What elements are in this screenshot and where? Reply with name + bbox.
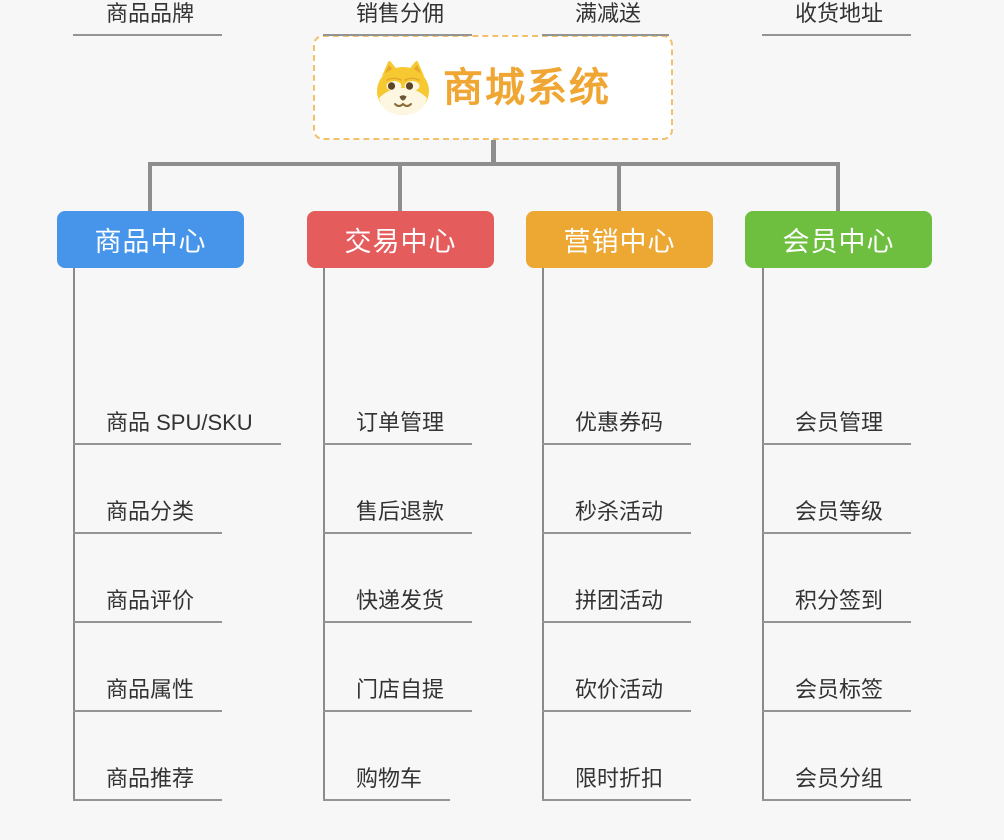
branch-member-center[interactable]: 会员中心 xyxy=(745,211,932,268)
branch-marketing-center[interactable]: 营销中心 xyxy=(526,211,713,268)
leaf-item[interactable]: 商品推荐 xyxy=(73,765,223,801)
leaf-item[interactable]: 会员标签 xyxy=(762,676,912,712)
leaf-item[interactable]: 会员分组 xyxy=(762,765,912,801)
trunk-line xyxy=(542,268,544,801)
leaf-item[interactable]: 砍价活动 xyxy=(542,676,692,712)
connector-drop-member xyxy=(836,162,840,211)
leaf-item[interactable]: 商品品牌 xyxy=(73,0,223,36)
leaf-item[interactable]: 快递发货 xyxy=(323,587,473,623)
branch-label: 营销中心 xyxy=(563,227,676,257)
leaf-item[interactable]: 门店自提 xyxy=(323,676,473,712)
column-trade-center: 订单管理 售后退款 快递发货 门店自提 购物车 销售分佣 xyxy=(323,0,573,840)
leaf-item[interactable]: 优惠券码 xyxy=(542,409,692,445)
trunk-line xyxy=(73,268,75,801)
root-title: 商城系统 xyxy=(443,65,611,110)
leaf-item[interactable]: 满减送 xyxy=(542,0,670,36)
branch-label: 商品中心 xyxy=(94,227,207,257)
column-member-center: 会员管理 会员等级 积分签到 会员标签 会员分组 收货地址 xyxy=(762,0,1004,840)
leaf-item[interactable]: 售后退款 xyxy=(323,498,473,534)
connector-drop-trade xyxy=(398,162,402,211)
leaf-item[interactable]: 订单管理 xyxy=(323,409,473,445)
leaf-item[interactable]: 秒杀活动 xyxy=(542,498,692,534)
connector-root-trunk xyxy=(491,140,496,163)
trunk-line xyxy=(323,268,325,801)
leaf-item[interactable]: 收货地址 xyxy=(762,0,912,36)
leaf-item[interactable]: 会员等级 xyxy=(762,498,912,534)
column-product-center: 商品 SPU/SKU 商品分类 商品评价 商品属性 商品推荐 商品品牌 xyxy=(73,0,323,840)
leaf-item[interactable]: 限时折扣 xyxy=(542,765,692,801)
leaf-item[interactable]: 积分签到 xyxy=(762,587,912,623)
branch-label: 交易中心 xyxy=(344,227,457,257)
leaf-item[interactable]: 商品 SPU/SKU xyxy=(73,409,281,445)
leaf-item[interactable]: 商品属性 xyxy=(73,676,223,712)
root-node[interactable]: 商城系统 xyxy=(313,35,673,140)
connector-drop-marketing xyxy=(617,162,621,211)
leaf-item[interactable]: 销售分佣 xyxy=(323,0,473,36)
leaf-item[interactable]: 会员管理 xyxy=(762,409,912,445)
dog-face-icon xyxy=(377,60,429,115)
trunk-line xyxy=(762,268,764,801)
connector-drop-product xyxy=(148,162,152,211)
branch-label: 会员中心 xyxy=(782,227,895,257)
leaf-item[interactable]: 购物车 xyxy=(323,765,451,801)
branch-product-center[interactable]: 商品中心 xyxy=(57,211,244,268)
connector-rail xyxy=(148,162,840,166)
leaf-item[interactable]: 商品评价 xyxy=(73,587,223,623)
column-marketing-center: 优惠券码 秒杀活动 拼团活动 砍价活动 限时折扣 满减送 xyxy=(542,0,792,840)
branch-trade-center[interactable]: 交易中心 xyxy=(307,211,494,268)
leaf-item[interactable]: 商品分类 xyxy=(73,498,223,534)
leaf-item[interactable]: 拼团活动 xyxy=(542,587,692,623)
